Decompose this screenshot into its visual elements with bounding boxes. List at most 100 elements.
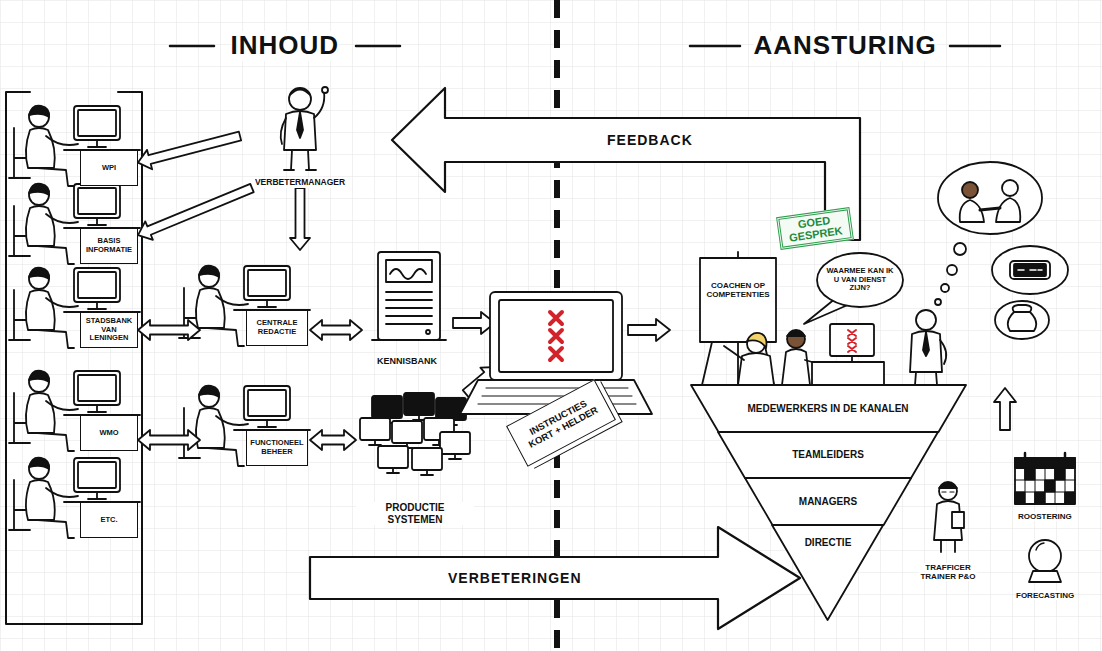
verbetermanager-figure <box>284 150 316 170</box>
role-label: TRAFFICER TRAINER P&O <box>919 563 977 581</box>
node-text: MANAGERS <box>799 496 857 508</box>
workstation: FUNCTIONEEL BEHEER <box>200 370 310 470</box>
node-text: BASIS INFORMATIE <box>83 237 135 254</box>
node-text: KENNISBANK <box>375 356 439 366</box>
worker-figure <box>179 266 310 346</box>
verbetermanager-figure <box>290 90 310 96</box>
thought-bubbles <box>935 162 1068 339</box>
desk-label: BASIS INFORMATIE <box>80 228 138 264</box>
thought-bubbles <box>980 208 1000 210</box>
verbetermanager-figure <box>284 111 316 150</box>
block-arrow <box>138 430 200 450</box>
block-arrow <box>290 188 310 250</box>
service-desk <box>848 330 856 352</box>
verbetermanager-figure <box>281 118 286 144</box>
server-illustration <box>390 269 426 279</box>
worker-figure <box>9 106 140 186</box>
coach-figure <box>738 353 774 385</box>
agent-figure <box>787 331 805 336</box>
worker-figure <box>9 371 140 451</box>
calendar-icon <box>1015 458 1075 504</box>
server-illustration <box>378 252 440 340</box>
trafficer-figure <box>952 512 964 528</box>
thought-bubbles <box>995 301 1049 339</box>
verbetermanager-figure <box>297 112 303 138</box>
thought-bubbles <box>996 198 1020 222</box>
coach-figure <box>724 333 774 385</box>
hierarchy-band: DIRECTIE <box>772 525 883 620</box>
laptop <box>550 312 562 360</box>
thought-bubbles <box>941 284 949 292</box>
customer-figure <box>940 340 946 364</box>
service-desk <box>812 324 884 385</box>
speech-bubble <box>817 253 903 307</box>
icon-label: FORECASTING <box>1016 591 1074 600</box>
desk-label: STADSBANK VAN LENINGEN <box>80 312 138 348</box>
laptop <box>460 292 652 414</box>
laptop <box>490 292 622 380</box>
block-arrow <box>138 132 241 170</box>
monitor-cluster <box>360 418 390 445</box>
worker-figure <box>9 268 140 348</box>
monitor-cluster <box>440 432 470 459</box>
node-text: CENTRALE REDACTIE <box>246 310 308 346</box>
thought-bubbles <box>1008 305 1037 331</box>
verbetermanager-figure <box>289 88 311 110</box>
verbetermanager-figure <box>322 87 328 93</box>
trafficer-figure <box>939 483 957 488</box>
desk-label: ETC. <box>80 502 138 538</box>
worker-figure <box>9 106 310 538</box>
crystal-ball-icon <box>1029 540 1061 572</box>
calendar-icon <box>1015 453 1075 504</box>
trafficer-figure <box>941 540 955 552</box>
calendar-icon <box>1015 468 1075 504</box>
node-text: STADSBANK VAN LENINGEN <box>83 317 135 343</box>
flipchart-text: COACHEN OP COMPETENTIES <box>703 281 773 299</box>
service-desk <box>812 362 884 385</box>
icon-label: ROOSTERING <box>1018 512 1072 521</box>
node-text: MEDEWERKERS IN DE KANALEN <box>747 403 908 415</box>
node-text: WPI <box>102 164 116 173</box>
monitor-cluster <box>412 448 442 475</box>
hierarchy-band: TEAMLEIDERS <box>718 432 938 478</box>
hierarchy-band: MEDEWERKERS IN DE KANALEN <box>691 385 966 432</box>
block-arrow <box>138 132 241 170</box>
band-shape <box>691 385 966 432</box>
improvement-arrow <box>310 527 800 629</box>
monitor-cluster <box>378 446 408 473</box>
server-illustration <box>372 252 446 340</box>
thought-bubbles <box>954 243 966 255</box>
section-heading: AANSTURING <box>754 31 937 61</box>
system-icon: KENNISBANK <box>362 248 452 366</box>
block-arrow <box>138 320 200 340</box>
laptop <box>499 300 613 372</box>
customer-figure <box>916 310 936 330</box>
customer-figure <box>915 372 937 385</box>
speech-text: WAARMEE KAN IK U VAN DIENST ZIJN? <box>825 267 895 293</box>
thought-bubbles <box>1014 264 1046 276</box>
illustration <box>6 0 1075 651</box>
node-text: DIRECTIE <box>805 537 852 549</box>
flipchart <box>700 258 776 342</box>
node-text: PRODUCTIE SYSTEMEN <box>356 502 474 525</box>
role-figure: VERBETERMANAGER <box>240 84 360 188</box>
flipchart <box>700 252 776 385</box>
band-shape <box>772 525 883 620</box>
section-heading: INHOUD <box>231 31 340 61</box>
server-illustration <box>372 339 446 341</box>
thought-bubbles <box>1010 261 1050 279</box>
node-text: FUNCTIONEEL BEHEER <box>246 430 308 466</box>
calendar-icon <box>1025 453 1065 462</box>
arrow-label: VERBETERINGEN <box>448 570 582 586</box>
service-desk <box>830 324 874 356</box>
agent-figure <box>782 349 810 385</box>
worker-figure <box>9 184 140 264</box>
thought-bubbles <box>938 162 1042 234</box>
customer-figure <box>910 331 942 372</box>
band-shape <box>745 478 911 525</box>
desk-label: WPI <box>80 150 138 186</box>
